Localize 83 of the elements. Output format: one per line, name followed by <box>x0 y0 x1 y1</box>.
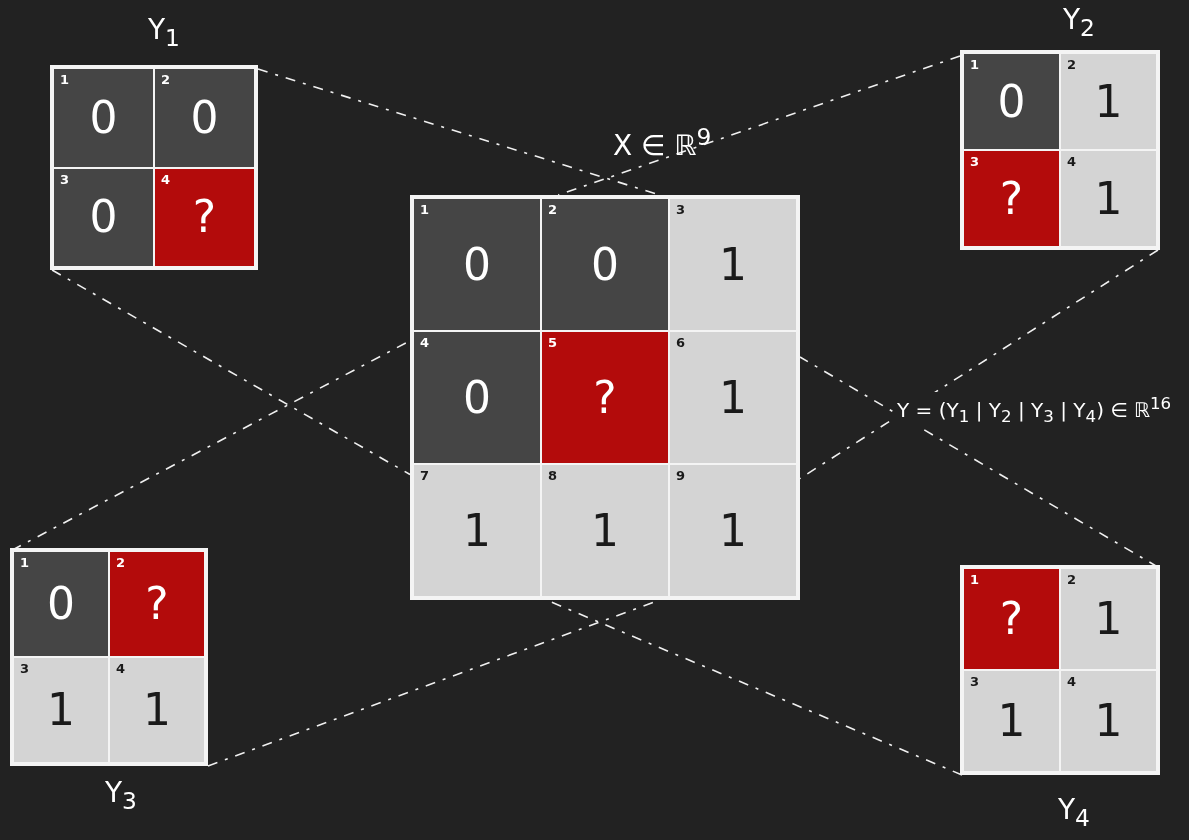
cell-value: 1 <box>997 699 1026 743</box>
cell-value: 0 <box>89 95 118 140</box>
cell-index: 3 <box>970 674 980 689</box>
grid-cell <box>669 198 797 331</box>
grid-cell <box>963 53 1060 150</box>
grid-heading: Y$_{1}$ <box>148 13 180 52</box>
cell-index: 6 <box>676 335 686 350</box>
grid-cell <box>1060 53 1157 150</box>
cell-value: 1 <box>143 688 171 732</box>
cell-index: 4 <box>161 171 171 187</box>
dashed-line <box>557 55 961 196</box>
cell-value: 1 <box>463 508 491 553</box>
grid-cell <box>53 167 154 267</box>
grid-cell <box>1060 568 1157 670</box>
cell-index: 9 <box>676 468 686 483</box>
cell-index: 4 <box>116 661 126 676</box>
dashed-line <box>51 269 411 476</box>
grid-heading: Y$_{4}$ <box>1058 793 1090 832</box>
dashed-line <box>799 249 1159 480</box>
grid-cell <box>541 198 669 331</box>
cell-index: 4 <box>1067 154 1077 169</box>
cell-index: 1 <box>970 572 980 587</box>
cell-value: 1 <box>719 242 747 287</box>
grid-cell <box>154 167 255 267</box>
grid-cell <box>413 464 541 597</box>
cell-value: 1 <box>1094 597 1123 641</box>
grid-cell <box>669 464 797 597</box>
cell-value: 1 <box>1094 699 1123 743</box>
cell-value: 0 <box>47 582 75 626</box>
grid-cell <box>541 464 669 597</box>
cell-index: 4 <box>1067 674 1077 689</box>
grid-cell <box>963 150 1060 247</box>
grid-cell <box>53 68 154 168</box>
cell-value: 1 <box>1094 79 1123 124</box>
grid-cell <box>413 198 541 331</box>
cell-value: 0 <box>463 375 491 420</box>
cell-index: 7 <box>420 468 430 483</box>
grid-heading: Y$_{3}$ <box>105 776 137 815</box>
cell-index: 2 <box>1067 57 1077 72</box>
grid-cell <box>669 331 797 464</box>
grid-cell <box>413 331 541 464</box>
cell-index: 3 <box>970 154 980 169</box>
cell-index: 2 <box>116 555 126 570</box>
cell-index: 2 <box>548 202 558 217</box>
cell-index: 1 <box>20 555 30 570</box>
grid-cell <box>109 657 205 763</box>
cell-value: ? <box>999 176 1024 221</box>
cell-index: 3 <box>60 171 70 187</box>
cell-value: 1 <box>1094 176 1123 221</box>
cell-index: 1 <box>420 202 430 217</box>
cell-value: 1 <box>719 375 747 420</box>
cell-index: 2 <box>1067 572 1077 587</box>
cell-value: 1 <box>719 508 747 553</box>
grid-heading: Y$_{2}$ <box>1063 3 1095 42</box>
grid-cell <box>963 568 1060 670</box>
cell-index: 1 <box>60 72 70 87</box>
grid-cell <box>13 657 109 763</box>
cell-index: 5 <box>548 335 558 350</box>
cell-value: 0 <box>190 95 219 140</box>
cell-value: 0 <box>463 242 491 287</box>
cell-index: 2 <box>161 72 171 87</box>
grid-cell <box>154 68 255 168</box>
grid-cell <box>963 670 1060 772</box>
cell-value: 0 <box>591 242 619 287</box>
cell-index: 1 <box>970 57 980 72</box>
cell-index: 3 <box>676 202 686 217</box>
grid-cell <box>109 551 205 657</box>
cell-value: 1 <box>47 688 75 732</box>
cell-value: 1 <box>591 508 619 553</box>
cell-value: 0 <box>997 79 1026 124</box>
grid-cell <box>1060 150 1157 247</box>
cell-value: 0 <box>89 195 118 240</box>
cell-value: ? <box>145 582 169 626</box>
cell-index: 4 <box>420 335 430 350</box>
grid-cell <box>541 331 669 464</box>
cell-value: ? <box>999 597 1024 641</box>
cell-value: ? <box>593 375 617 420</box>
cell-index: 8 <box>548 468 558 483</box>
cell-value: ? <box>192 195 217 240</box>
grid-cell <box>1060 670 1157 772</box>
grid-heading: X ∈ ℝ$^{9}$ <box>613 123 712 163</box>
grid-cell <box>13 551 109 657</box>
cell-index: 3 <box>20 661 30 676</box>
